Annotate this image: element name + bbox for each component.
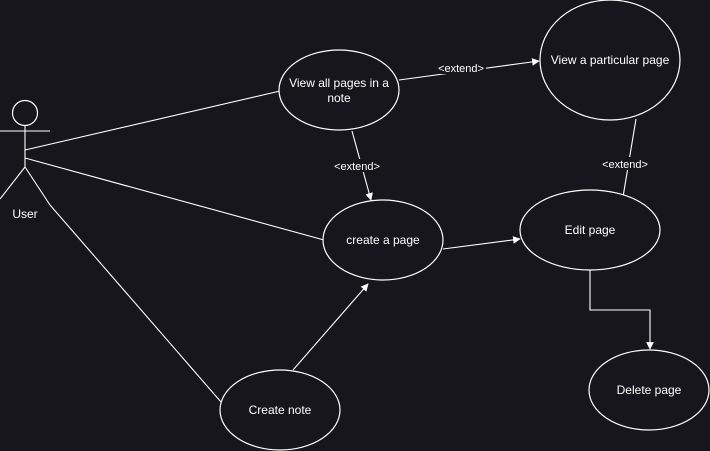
use-case-label-line1: View all pages in a [289,76,389,90]
use-case-label: Edit page [565,223,616,237]
use-case-label-line2: note [327,91,351,105]
extend-label-text: <extend> [602,159,648,171]
use-case-label: create a page [346,233,420,247]
extend-label-create-page: <extend> [332,159,382,173]
use-case-view-all-pages[interactable]: View all pages in a note [278,49,400,131]
use-case-label: Create note [249,403,312,417]
use-case-label: View a particular page [551,53,670,67]
use-case-delete-page[interactable]: Delete page [588,349,710,431]
extend-label-edit-page: <extend> [600,157,650,171]
extend-label-text: <extend> [334,161,380,173]
association-user-create-note [49,204,222,403]
use-case-view-particular-page[interactable]: View a particular page [539,0,681,121]
actor-user[interactable]: User [0,99,51,222]
use-case-label: Delete page [617,383,682,397]
arrow-create-page-to-edit [442,236,521,250]
extend-label-text: <extend> [438,63,484,75]
use-case-create-page[interactable]: create a page [322,199,444,281]
use-case-create-note[interactable]: Create note [219,369,341,451]
actor-right-leg [24,166,51,206]
actor-label: User [12,207,37,221]
arrow-edit-to-delete [589,270,654,350]
association-user-view-all [24,90,281,151]
actor-head [11,99,39,127]
arrow-create-note-to-create-page [292,283,369,371]
use-case-edit-page[interactable]: Edit page [519,189,661,271]
actor-left-leg [0,166,26,200]
extend-label-view-particular: <extend> [436,61,486,75]
association-user-create-page [24,157,325,241]
